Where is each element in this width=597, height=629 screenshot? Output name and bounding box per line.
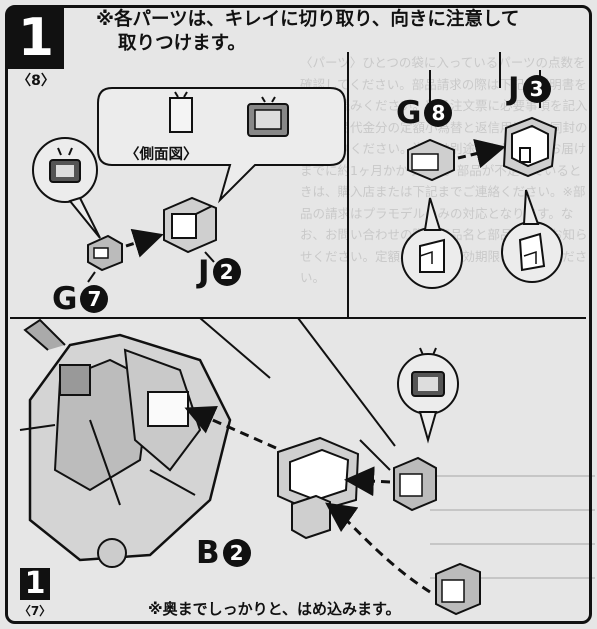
g7-arrow: [125, 228, 164, 258]
j2-part: [163, 196, 217, 254]
bottom-small-part: [435, 562, 481, 616]
j3-part: [502, 116, 558, 178]
substep-number-box: 1: [20, 568, 50, 600]
torso-arrow: [184, 405, 277, 450]
substep-reference: 〈7〉: [18, 604, 52, 618]
background-price-table: [430, 475, 595, 605]
step-frame: [5, 5, 592, 624]
g8-arrow: [457, 138, 506, 169]
bottom-note: ※奥までしっかりと、はめ込みます。: [148, 600, 401, 618]
instruction-line-2: 取りつけます。: [118, 33, 246, 54]
g7-part: [87, 234, 123, 272]
side-view-label: 〈側面図〉: [125, 147, 198, 163]
step-reference: 〈8〉: [17, 73, 55, 89]
side-view-narrow-icon: [169, 97, 193, 133]
b2-part: [277, 436, 360, 540]
instruction-text: ※各パーツは、キレイに切り取り、向きに注意して 取りつけます。: [96, 8, 519, 56]
instruction-line-1: ※各パーツは、キレイに切り取り、向きに注意して: [96, 9, 520, 30]
step-number-box: 1: [8, 7, 64, 69]
torso-assembly: [19, 318, 232, 568]
b2-insert-part: [393, 456, 437, 512]
b2-arrow: [344, 466, 391, 497]
bottom-arrow: [325, 502, 431, 594]
g8-part: [407, 138, 455, 182]
